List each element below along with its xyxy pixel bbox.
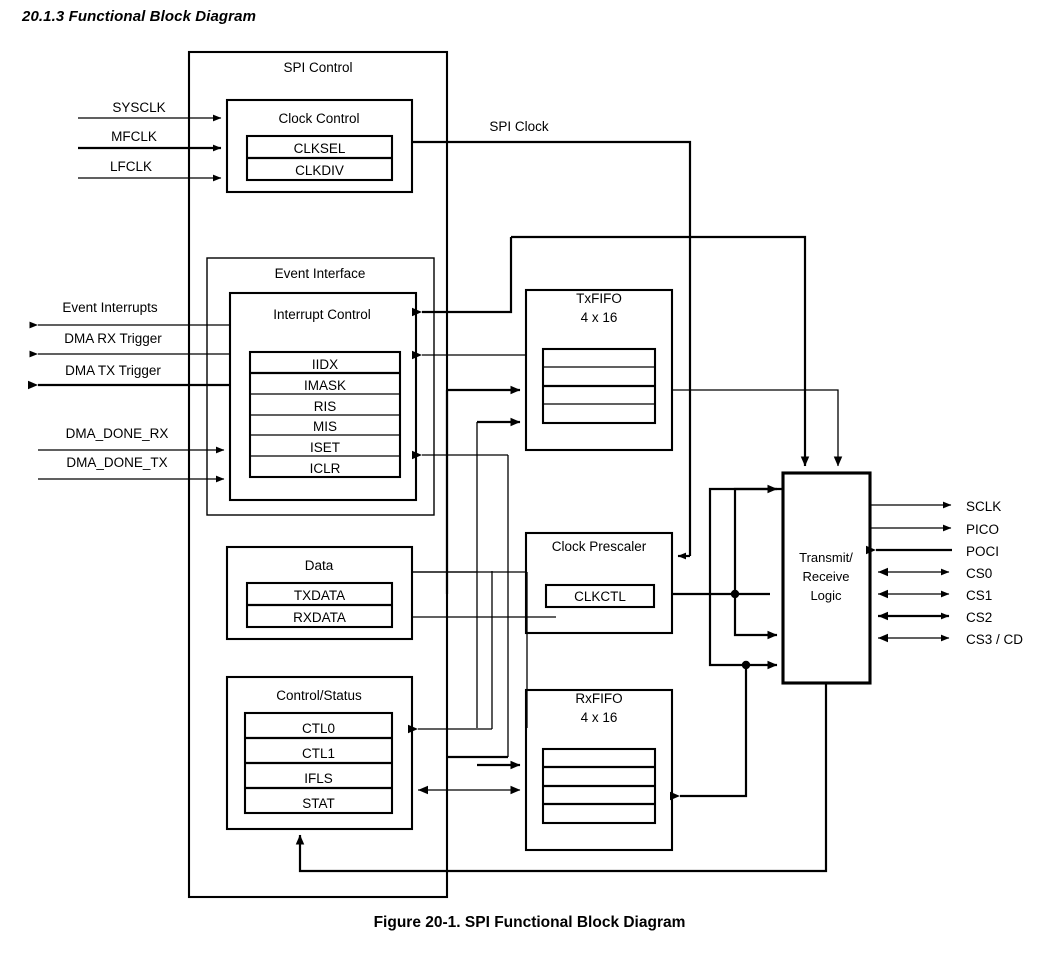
register-ctl0: CTL0 <box>302 721 335 736</box>
pin-label-cs2: CS2 <box>966 610 992 625</box>
register-ctl1: CTL1 <box>302 746 335 761</box>
net-txfifo-region-to-trlogic-top <box>511 235 810 467</box>
net-txfifo-out-to-trlogic <box>672 389 843 467</box>
tx-fifo-title: TxFIFO <box>576 291 622 306</box>
clock-input-label-lfclk: LFCLK <box>110 159 152 174</box>
data-block-title: Data <box>305 558 334 573</box>
event-out-label-dma-tx-trigger: DMA TX Trigger <box>65 363 161 378</box>
pin-label-poci: POCI <box>966 544 999 559</box>
net-to-rxfifo-right-input <box>670 665 748 801</box>
net-prescaler-to-trlogic-upper <box>733 484 778 594</box>
net-trlogic-left-loop <box>708 487 783 670</box>
event-in-label-dma-done-tx: DMA_DONE_TX <box>66 455 167 470</box>
net-prescaler-to-trlogic-lower <box>733 594 778 640</box>
control-status-box <box>225 675 414 831</box>
register-mis: MIS <box>313 419 337 434</box>
register-iidx: IIDX <box>312 357 338 372</box>
figure-caption: Figure 20-1. SPI Functional Block Diagra… <box>373 914 686 931</box>
clock-prescaler-title: Clock Prescaler <box>552 539 647 554</box>
clock-input-label-sysclk: SYSCLK <box>112 100 165 115</box>
register-rxdata: RXDATA <box>293 610 346 625</box>
register-clkdiv: CLKDIV <box>295 163 344 178</box>
net-trlogic-to-control-status-bottom <box>295 683 828 873</box>
clock-prescaler-box <box>524 531 674 635</box>
spi-clock-wire <box>412 140 692 556</box>
section-heading: 20.1.3 Functional Block Diagram <box>22 8 257 25</box>
net-to-interrupt-control-top <box>412 237 513 317</box>
clock-prescaler-register-group <box>544 583 656 609</box>
pin-label-cs1: CS1 <box>966 588 992 603</box>
rx-fifo-subtitle: 4 x 16 <box>581 710 618 725</box>
control-status-title: Control/Status <box>276 688 362 703</box>
clock-input-label-mfclk: MFCLK <box>111 129 157 144</box>
pin-label-cs0: CS0 <box>966 566 992 581</box>
register-txdata: TXDATA <box>294 588 345 603</box>
event-interface-box <box>206 257 435 516</box>
register-clksel: CLKSEL <box>294 141 346 156</box>
event-in-label-dma-done-rx: DMA_DONE_RX <box>66 426 169 441</box>
tr-logic-title-line-2: Receive <box>803 569 850 584</box>
event-interface-title: Event Interface <box>275 266 366 281</box>
register-stat: STAT <box>302 796 335 811</box>
rx-fifo-title: RxFIFO <box>575 691 622 706</box>
tr-logic-title-line-3: Logic <box>810 588 842 603</box>
register-imask: IMASK <box>304 378 346 393</box>
tx-fifo-box <box>524 288 674 452</box>
register-ifls: IFLS <box>304 771 333 786</box>
register-ris: RIS <box>314 399 337 414</box>
spi-control-label: SPI Control <box>283 60 352 75</box>
event-out-label-dma-rx-trigger: DMA RX Trigger <box>64 331 162 346</box>
data-box <box>225 545 414 641</box>
event-out-label-event-interrupts: Event Interrupts <box>62 300 158 315</box>
tx-fifo-subtitle: 4 x 16 <box>581 310 618 325</box>
clock-control-title: Clock Control <box>278 111 359 126</box>
register-iclr: ICLR <box>310 461 341 476</box>
pin-label-cs3-cd: CS3 / CD <box>966 632 1023 647</box>
pin-label-pico: PICO <box>966 522 999 537</box>
tr-logic-title-line-1: Transmit/ <box>799 550 853 565</box>
register-clkctl: CLKCTL <box>574 589 626 604</box>
register-iset: ISET <box>310 440 340 455</box>
clock-control-box <box>225 98 414 194</box>
interrupt-control-title: Interrupt Control <box>273 307 371 322</box>
rx-fifo-box <box>524 688 674 852</box>
spi-clock-label: SPI Clock <box>489 119 549 134</box>
interrupt-control-box <box>228 291 418 502</box>
pin-label-sclk: SCLK <box>966 499 1001 514</box>
